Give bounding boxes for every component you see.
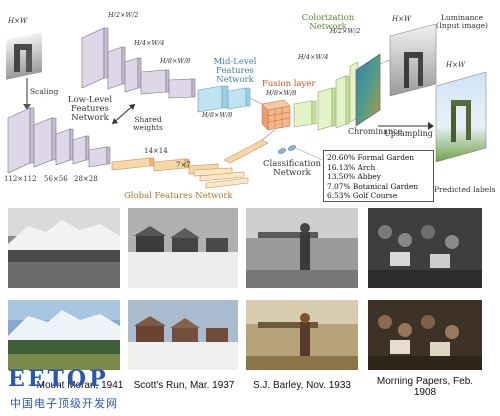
predicted-labels-box: 20.60% Formal Garden 16.13% Arch 13.50% … [323,150,434,202]
example-morning-papers-color [368,300,482,370]
mid-to-fusion-connector [249,97,263,105]
label-upsampling: Upsampling [384,129,433,138]
label-fusion-layer: Fusion layer [262,79,316,89]
output-color-image [435,71,487,163]
label-global-features-network: Global Features Network [124,191,233,201]
label-h8-w8-low: H/8×W/8 [160,57,191,65]
label-low-level-network: Low-Level Features Network [67,95,113,123]
label-scaling: Scaling [30,87,59,96]
chrominance-block [355,53,381,127]
prediction-item: 13.50% Abbey [327,172,381,182]
example-mount-moran-bw [8,208,120,288]
fusion-layer-block [261,99,291,131]
label-hxw-output: H×W [446,61,466,69]
luminance-connector [369,59,391,69]
example-scotts-run-color [128,300,238,370]
example-scotts-run-bw [128,208,238,288]
label-predicted-labels: Predicted labels [434,185,496,194]
label-size-56: 56×56 [44,175,68,183]
eetop-logo: EETOP [8,366,109,392]
label-h8-w8-mid: H/8×W/8 [202,111,233,119]
label-h2-w2: H/2×W/2 [108,11,139,19]
prediction-item: 20.60% Formal Garden [327,153,415,162]
label-hxw-luminance: H×W [392,15,412,23]
luminance-image [389,23,437,97]
classification-network [278,145,323,161]
label-chrominance: Chrominance [348,127,403,136]
prediction-item: 16.13% Arch [327,162,376,172]
label-mid-level-network: Mid-Level Features Network [213,57,257,85]
eetop-subtitle: 中国电子顶级开发网 [10,397,118,410]
caption-scotts-run: Scott's Run, Mar. 1937 [133,380,235,391]
example-sj-barley-color [246,300,358,370]
upsampling-arrow [378,122,434,130]
scaling-arrow [23,78,31,110]
caption-sj-barley: S.J. Barley, Nov. 1933 [252,380,351,391]
label-h4-w4-color: H/4×W/4 [298,53,329,61]
label-luminance: Luminance (Input image) [436,13,488,30]
label-size-112: 112×112 [4,175,37,183]
prediction-item: 6.53% Golf Course [327,191,398,201]
global-features-network [111,157,249,189]
low-level-network-global-branch [7,107,111,174]
label-colorization-network: Colorization Network [301,13,355,32]
low-level-network-main-branch [81,27,196,99]
label-h2-w2-color: H/2×W/2 [330,27,361,35]
label-h4-w4: H/4×W/4 [134,39,165,47]
caption-morning-papers: Morning Papers, Feb. 1908 [376,376,474,398]
shared-weights-arrow [111,103,136,125]
label-size-28: 28×28 [74,175,98,183]
label-size-14: 14×14 [144,147,168,155]
mid-level-network [197,85,251,113]
colorization-network [293,61,359,131]
label-hxw-input: H×W [8,17,28,25]
prediction-item: 7.07% Botanical Garden [327,181,419,191]
example-mount-moran-color [8,300,120,370]
label-h8-w8-fusion: H/8×W/8 [266,89,297,97]
label-size-7: 7×7 [176,161,191,169]
example-morning-papers-bw [368,208,482,288]
global-to-fusion-vector [223,129,276,164]
label-shared-weights: Shared weights [133,115,163,132]
example-sj-barley-bw [246,208,358,288]
input-image [6,32,42,80]
label-classification-network: Classification Network [263,159,321,178]
caption-mount-moran: Mount Moran, 1941 [36,380,124,391]
